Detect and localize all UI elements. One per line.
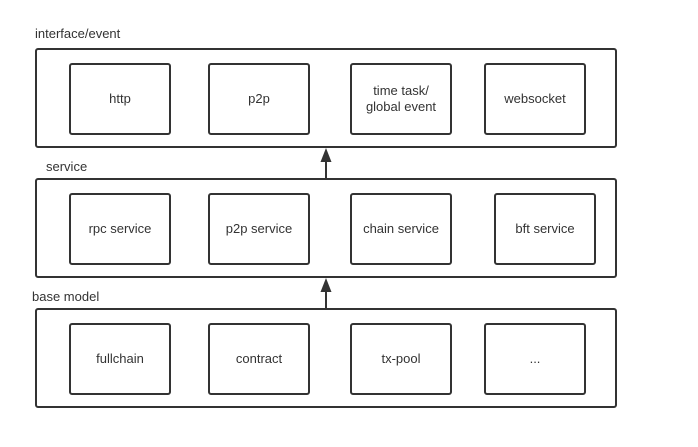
- chain-service-node: chain service: [350, 193, 452, 265]
- fullchain-node: fullchain: [69, 323, 171, 395]
- http-node: http: [69, 63, 171, 135]
- interface-event-layer-label: interface/event: [35, 26, 121, 41]
- service-layer-label: service: [46, 159, 88, 174]
- tx-pool-node: tx-pool: [350, 323, 452, 395]
- base-model-to-service-arrow: [320, 278, 332, 308]
- websocket-node: websocket: [484, 63, 586, 135]
- base-model-layer: fullchain contract tx-pool ...: [35, 308, 617, 408]
- time-task-global-event-node: time task/ global event: [350, 63, 452, 135]
- bft-service-node: bft service: [494, 193, 596, 265]
- contract-node: contract: [208, 323, 310, 395]
- p2p-service-node: p2p service: [208, 193, 310, 265]
- service-to-interface-arrow: [320, 148, 332, 178]
- rpc-service-node: rpc service: [69, 193, 171, 265]
- service-layer: rpc service p2p service chain service bf…: [35, 178, 617, 278]
- interface-event-layer: http p2p time task/ global event websock…: [35, 48, 617, 148]
- base-model-layer-label: base model: [32, 289, 100, 304]
- ellipsis-node: ...: [484, 323, 586, 395]
- p2p-node: p2p: [208, 63, 310, 135]
